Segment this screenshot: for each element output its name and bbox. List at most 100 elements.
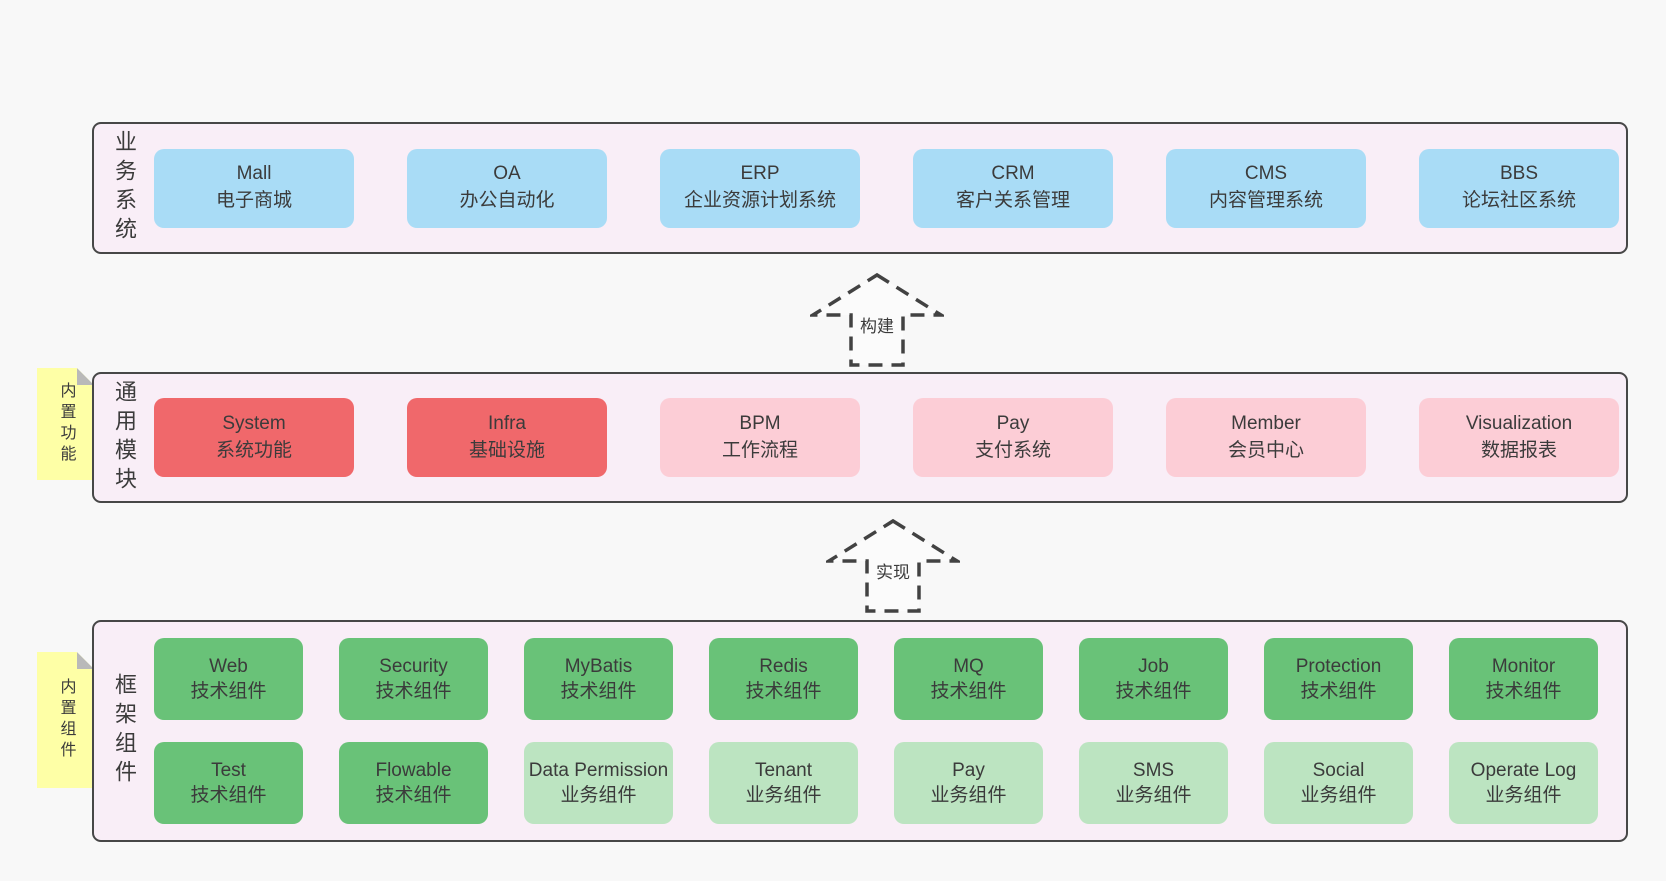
node-desc: 会员中心 <box>1227 439 1304 461</box>
node-title: Flowable <box>375 759 452 781</box>
node-mq: MQ 技术组件 <box>894 638 1043 720</box>
node-title: SMS <box>1132 759 1175 781</box>
node-bpm: BPM 工作流程 <box>660 398 860 477</box>
node-title: BPM <box>739 412 781 434</box>
node-title: Data Permission <box>528 759 669 781</box>
node-desc: 业务组件 <box>560 785 637 806</box>
node-title: MyBatis <box>564 655 633 677</box>
node-title: Tenant <box>754 759 813 781</box>
node-title: Monitor <box>1491 655 1556 677</box>
node-desc: 数据报表 <box>1480 439 1557 461</box>
node-erp: ERP 企业资源计划系统 <box>660 148 860 228</box>
node-desc: 办公自动化 <box>459 190 555 211</box>
node-system: System 系统功能 <box>154 398 354 477</box>
node-title: CRM <box>991 163 1035 185</box>
node-title: Security <box>379 655 448 677</box>
node-bbs: BBS 论坛社区系统 <box>1419 148 1619 228</box>
framework-row-2: Test 技术组件 Flowable 技术组件 Data Permission … <box>154 742 1626 824</box>
framework-row-1: Web 技术组件 Security 技术组件 MyBatis 技术组件 Redi… <box>154 638 1626 720</box>
layer-label-framework-components: 框架组件 <box>112 673 137 789</box>
node-monitor: Monitor 技术组件 <box>1449 638 1598 720</box>
node-title: Pay <box>996 412 1030 434</box>
node-desc: 技术组件 <box>375 785 452 806</box>
node-desc: 企业资源计划系统 <box>683 190 836 211</box>
node-mybatis: MyBatis 技术组件 <box>524 638 673 720</box>
node-desc: 技术组件 <box>375 681 452 702</box>
node-job: Job 技术组件 <box>1079 638 1228 720</box>
node-desc: 论坛社区系统 <box>1461 190 1576 211</box>
node-title: Web <box>209 655 248 677</box>
node-desc: 技术组件 <box>1300 681 1377 702</box>
node-infra: Infra 基础设施 <box>407 398 607 477</box>
layer-framework-components: 框架组件 Web 技术组件 Security 技术组件 MyBatis 技术组件… <box>92 620 1628 842</box>
node-redis: Redis 技术组件 <box>709 638 858 720</box>
node-desc: 客户关系管理 <box>955 190 1070 211</box>
node-flowable: Flowable 技术组件 <box>339 742 488 824</box>
node-title: Infra <box>487 412 527 434</box>
layer-label-business-systems: 业务系统 <box>112 130 137 246</box>
node-desc: 系统功能 <box>215 439 292 461</box>
node-pay-system: Pay 支付系统 <box>913 398 1113 477</box>
node-protection: Protection 技术组件 <box>1264 638 1413 720</box>
node-member: Member 会员中心 <box>1166 398 1366 477</box>
node-desc: 技术组件 <box>190 681 267 702</box>
node-desc: 业务组件 <box>1485 785 1562 806</box>
framework-components-grid: Web 技术组件 Security 技术组件 MyBatis 技术组件 Redi… <box>154 638 1626 824</box>
node-desc: 内容管理系统 <box>1208 190 1323 211</box>
node-desc: 技术组件 <box>745 681 822 702</box>
node-sms: SMS 业务组件 <box>1079 742 1228 824</box>
node-title: Test <box>211 759 246 781</box>
node-title: Mall <box>236 163 272 185</box>
node-desc: 技术组件 <box>930 681 1007 702</box>
sticky-note-built-in-features: 内置功能 <box>37 368 94 480</box>
node-title: ERP <box>740 163 780 185</box>
node-oa: OA 办公自动化 <box>407 148 607 228</box>
layer-label-common-modules: 通用模块 <box>112 379 137 496</box>
build-arrow-label: 构建 <box>856 312 898 337</box>
node-title: Member <box>1231 412 1301 434</box>
node-tenant: Tenant 业务组件 <box>709 742 858 824</box>
node-desc: 工作流程 <box>721 439 798 461</box>
node-title: Job <box>1138 655 1169 677</box>
node-web: Web 技术组件 <box>154 638 303 720</box>
implement-arrow-label: 实现 <box>872 558 914 583</box>
node-desc: 电子商城 <box>215 190 292 211</box>
node-crm: CRM 客户关系管理 <box>913 148 1113 228</box>
common-modules-row: System 系统功能 Infra 基础设施 BPM 工作流程 Pay 支付系统… <box>154 398 1626 477</box>
node-title: MQ <box>953 655 984 677</box>
node-desc: 技术组件 <box>190 785 267 806</box>
node-operate-log: Operate Log 业务组件 <box>1449 742 1598 824</box>
node-desc: 技术组件 <box>560 681 637 702</box>
layer-common-modules: 通用模块 System 系统功能 Infra 基础设施 BPM 工作流程 Pay… <box>92 372 1628 503</box>
build-arrow: 构建 <box>806 272 948 368</box>
node-social: Social 业务组件 <box>1264 742 1413 824</box>
node-desc: 业务组件 <box>745 785 822 806</box>
layer-business-systems: 业务系统 Mall 电子商城 OA 办公自动化 ERP 企业资源计划系统 CRM… <box>92 122 1628 254</box>
node-title: Social <box>1312 759 1365 781</box>
implement-arrow: 实现 <box>822 518 964 614</box>
node-desc: 技术组件 <box>1485 681 1562 702</box>
node-title: Visualization <box>1465 412 1573 434</box>
node-title: Operate Log <box>1470 759 1577 781</box>
node-visualization: Visualization 数据报表 <box>1419 398 1619 477</box>
node-desc: 支付系统 <box>974 439 1051 461</box>
node-title: Pay <box>952 759 985 781</box>
node-title: System <box>222 412 286 434</box>
node-desc: 技术组件 <box>1115 681 1192 702</box>
node-title: OA <box>493 163 521 185</box>
node-security: Security 技术组件 <box>339 638 488 720</box>
sticky-note-built-in-components: 内置组件 <box>37 652 94 788</box>
node-test: Test 技术组件 <box>154 742 303 824</box>
node-desc: 业务组件 <box>930 785 1007 806</box>
business-systems-row: Mall 电子商城 OA 办公自动化 ERP 企业资源计划系统 CRM 客户关系… <box>154 148 1626 228</box>
node-title: Redis <box>759 655 808 677</box>
node-title: CMS <box>1244 163 1288 185</box>
node-cms: CMS 内容管理系统 <box>1166 148 1366 228</box>
node-data-permission: Data Permission 业务组件 <box>524 742 673 824</box>
node-pay-business: Pay 业务组件 <box>894 742 1043 824</box>
node-title: Protection <box>1295 655 1382 677</box>
node-desc: 基础设施 <box>468 439 545 461</box>
node-desc: 业务组件 <box>1115 785 1192 806</box>
node-title: BBS <box>1499 163 1539 185</box>
node-mall: Mall 电子商城 <box>154 148 354 228</box>
